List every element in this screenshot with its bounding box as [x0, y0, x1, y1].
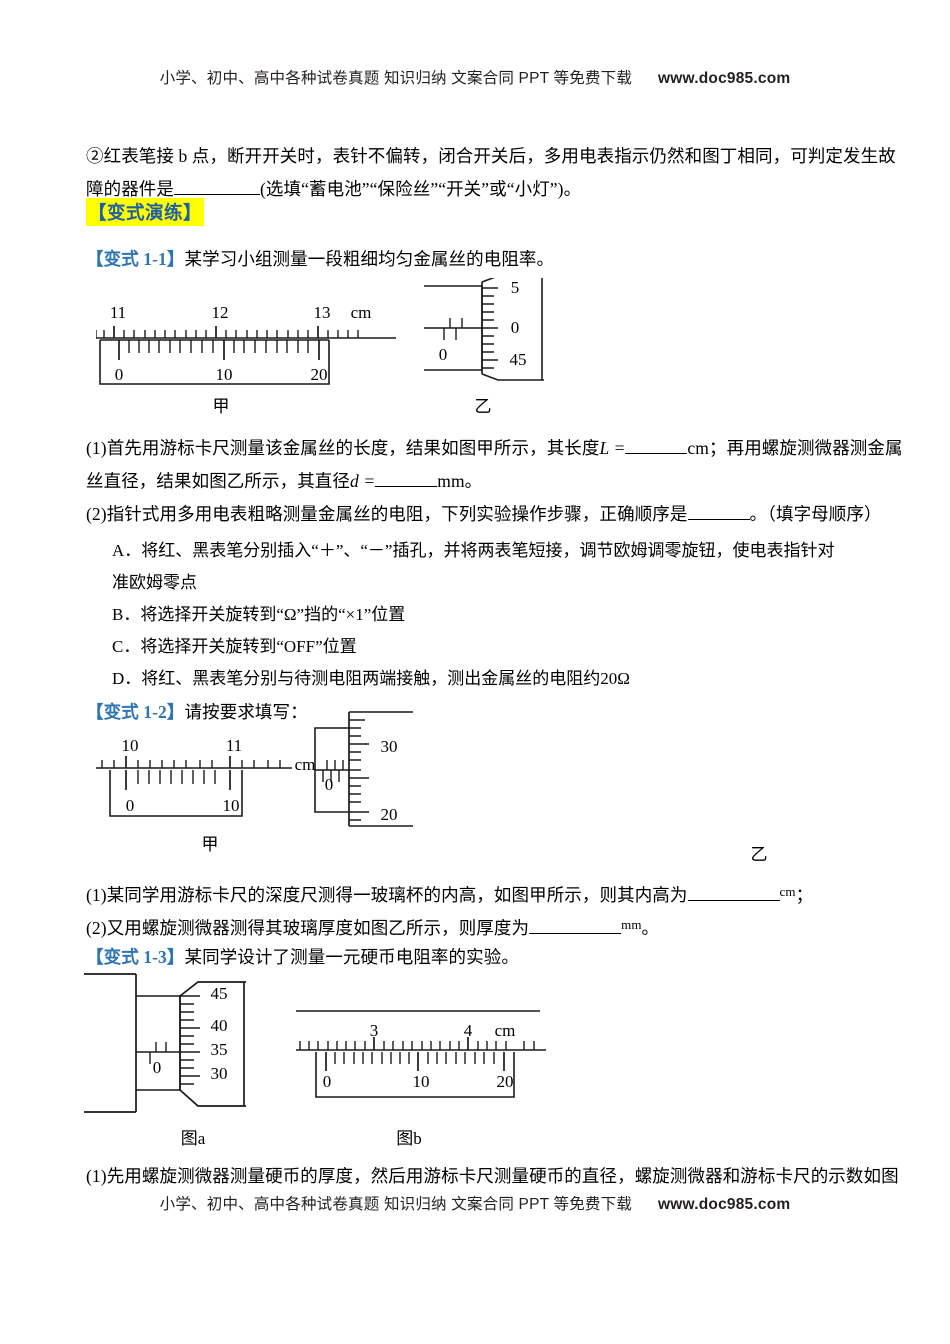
caliper-1-1-main-label-2: 13 [313, 303, 331, 322]
caliper-1-3-caption: 图b [396, 1129, 422, 1148]
blank-diameter[interactable] [375, 486, 438, 487]
variant-1-2-tag: 【变式 1-2】 [86, 702, 185, 722]
micrometer-1-3-thimble-label-1: 40 [210, 1016, 228, 1035]
micrometer-1-2-thimble-label-1: 20 [380, 805, 398, 824]
caliper-1-3-main-label-1: 4 [463, 1021, 473, 1040]
micrometer-1-3-thimble-label-2: 35 [210, 1040, 228, 1059]
caliper-1-2-unit: cm [294, 755, 316, 774]
option-c: C．将选择开关旋转到“OFF”位置 [112, 637, 357, 656]
symbol-d: d = [350, 471, 376, 491]
variant-1-1-q2-line: (2)指针式用多用电表粗略测量金属丝的电阻，下列实验操作步骤，正确顺序是 。（填字… [86, 498, 882, 531]
q2-tail: 。（填字母顺序） [749, 504, 882, 524]
variant-1-3-tag: 【变式 1-3】 [86, 947, 185, 967]
variant-1-3-title: 某同学设计了测量一元硬币电阻率的实验。 [184, 947, 519, 967]
micrometer-1-1-thimble-label-1: 0 [510, 318, 520, 337]
figure-caliper-1-2 [96, 730, 306, 822]
micrometer-1-2-thimble-label-0: 30 [380, 737, 398, 756]
footer-watermark-text: 小学、初中、高中各种试卷真题 知识归纳 文案合同 PPT 等免费下载 [159, 1196, 633, 1213]
option-b: B．将选择开关旋转到“Ω”挡的“×1”位置 [112, 605, 406, 624]
micrometer-1-1-caption: 乙 [474, 397, 492, 416]
caliper-1-2-vernier-label-1: 10 [222, 796, 240, 815]
caliper-1-3-vernier-label-1: 10 [412, 1072, 430, 1091]
caliper-1-1-vernier-label-2: 20 [310, 365, 328, 384]
caliper-1-1-caption: 甲 [212, 397, 230, 416]
variant-1-1-q1-line1: (1)首先用游标卡尺测量该金属丝的长度，结果如图甲所示，其长度L = cm；再用螺… [86, 432, 903, 465]
footer-watermark-url: www.doc985.com [658, 1196, 791, 1213]
blank-thickness[interactable] [529, 933, 622, 934]
answer-blank[interactable] [174, 194, 260, 195]
caliper-1-3-vernier-label-0: 0 [322, 1072, 332, 1091]
q1-unit-mm: mm。 [437, 471, 483, 491]
caliper-1-1-vernier-label-0: 0 [114, 365, 124, 384]
caliper-1-1-unit: cm [350, 303, 372, 322]
option-a-line1: A．将红、黑表笔分别插入“＋”、“－”插孔，并将两表笔短接，调节欧姆调零旋钮，使… [112, 541, 835, 560]
micrometer-1-3-caption: 图a [180, 1129, 206, 1148]
variant-1-1-title: 某学习小组测量一段粗细均匀金属丝的电阻率。 [184, 249, 555, 269]
blank-order[interactable] [687, 519, 750, 520]
micrometer-1-3-thimble-label-3: 30 [210, 1064, 228, 1083]
q2-2-tail: 。 [641, 918, 660, 938]
variant-1-3-q1: (1)先用螺旋测微器测量硬币的厚度，然后用游标卡尺测量硬币的直径，螺旋测微器和游… [86, 1166, 899, 1186]
figure-caliper-1-1 [96, 296, 396, 392]
caliper-1-2-main-label-1: 11 [225, 736, 243, 755]
watermark-url: www.doc985.com [658, 70, 791, 87]
micrometer-1-1-thimble-label-2: 45 [509, 350, 527, 369]
caliper-1-3-unit: cm [494, 1021, 516, 1040]
option-a-line2: 准欧姆零点 [112, 573, 197, 592]
micrometer-1-3-sleeve-label: 0 [152, 1058, 162, 1077]
watermark-text: 小学、初中、高中各种试卷真题 知识归纳 文案合同 PPT 等免费下载 [159, 70, 633, 87]
q1-2-tail: ； [795, 885, 814, 905]
micrometer-1-2-caption: 乙 [750, 845, 768, 864]
caliper-1-1-main-label-1: 12 [211, 303, 229, 322]
figure-caliper-1-3 [296, 1005, 556, 1111]
section-heading-variant-drills: 【变式演练】 [86, 198, 205, 226]
micrometer-1-1-sleeve-label: 0 [438, 345, 448, 364]
variant-1-2-q2: (2)又用螺旋测微器测得其玻璃厚度如图乙所示，则厚度为 mm。 [86, 908, 659, 945]
variant-1-1-tag: 【变式 1-1】 [86, 249, 185, 269]
q2-2-unit: mm [621, 917, 642, 932]
caliper-1-2-main-label-0: 10 [121, 736, 139, 755]
q2-text: (2)指针式用多用电表粗略测量金属丝的电阻，下列实验操作步骤，正确顺序是 [86, 504, 688, 524]
caliper-1-3-vernier-label-2: 20 [496, 1072, 514, 1091]
header-watermark: 小学、初中、高中各种试卷真题 知识归纳 文案合同 PPT 等免费下载 www.do… [0, 66, 950, 88]
figure-micrometer-1-3 [84, 970, 274, 1118]
figure-micrometer-1-2 [313, 708, 433, 832]
footer-watermark: 小学、初中、高中各种试卷真题 知识归纳 文案合同 PPT 等免费下载 www.do… [0, 1192, 950, 1214]
caliper-1-1-main-label-0: 11 [109, 303, 127, 322]
q2-2-text: (2)又用螺旋测微器测得其玻璃厚度如图乙所示，则厚度为 [86, 918, 530, 938]
caliper-1-2-caption: 甲 [201, 835, 219, 854]
prev-question-line1: ②红表笔接 b 点，断开开关时，表针不偏转，闭合开关后，多用电表指示仍然和图丁相… [86, 146, 896, 166]
variant-1-2-title-line: 【变式 1-2】请按要求填写： [86, 696, 308, 729]
micrometer-1-1-thimble-label-0: 5 [510, 278, 520, 297]
option-d: D．将红、黑表笔分别与待测电阻两端接触，测出金属丝的电阻约20Ω [112, 669, 630, 688]
q1-2-unit: cm [779, 884, 796, 899]
variant-1-1-q1-line2: 丝直径，结果如图乙所示，其直径d = mm。 [86, 465, 482, 498]
variant-1-2-title: 请按要求填写： [184, 702, 308, 722]
q1-text-a: (1)首先用游标卡尺测量该金属丝的长度，结果如图甲所示，其长度 [86, 438, 600, 458]
micrometer-1-2-sleeve-label: 0 [324, 775, 334, 794]
variant-1-1-title-line: 【变式 1-1】某学习小组测量一段粗细均匀金属丝的电阻率。 [86, 243, 554, 276]
figure-micrometer-1-1 [424, 278, 544, 382]
caliper-1-1-vernier-label-1: 10 [215, 365, 233, 384]
variant-1-3-title-line: 【变式 1-3】某同学设计了测量一元硬币电阻率的实验。 [86, 941, 519, 974]
caliper-1-2-vernier-label-0: 0 [125, 796, 135, 815]
blank-length[interactable] [625, 453, 688, 454]
prev-question-line2: 障的器件是 (选填“蓄电池”“保险丝”“开关”或“小灯”)。 [86, 173, 581, 206]
micrometer-1-3-thimble-label-0: 45 [210, 984, 228, 1003]
q1-text-b: 丝直径，结果如图乙所示，其直径 [86, 471, 350, 491]
prev-question-line2-post: (选填“蓄电池”“保险丝”“开关”或“小灯”)。 [260, 179, 582, 199]
q1-2-text: (1)某同学用游标卡尺的深度尺测得一玻璃杯的内高，如图甲所示，则其内高为 [86, 885, 688, 905]
blank-inner-height[interactable] [687, 900, 780, 901]
variant-1-2-q1: (1)某同学用游标卡尺的深度尺测得一玻璃杯的内高，如图甲所示，则其内高为 cm； [86, 875, 813, 912]
prev-question-line2-pre: 障的器件是 [86, 179, 174, 199]
symbol-L: L = [599, 438, 626, 458]
caliper-1-3-main-label-0: 3 [369, 1021, 379, 1040]
q1-unit-cm: cm；再用螺旋测微器测金属 [687, 438, 903, 458]
